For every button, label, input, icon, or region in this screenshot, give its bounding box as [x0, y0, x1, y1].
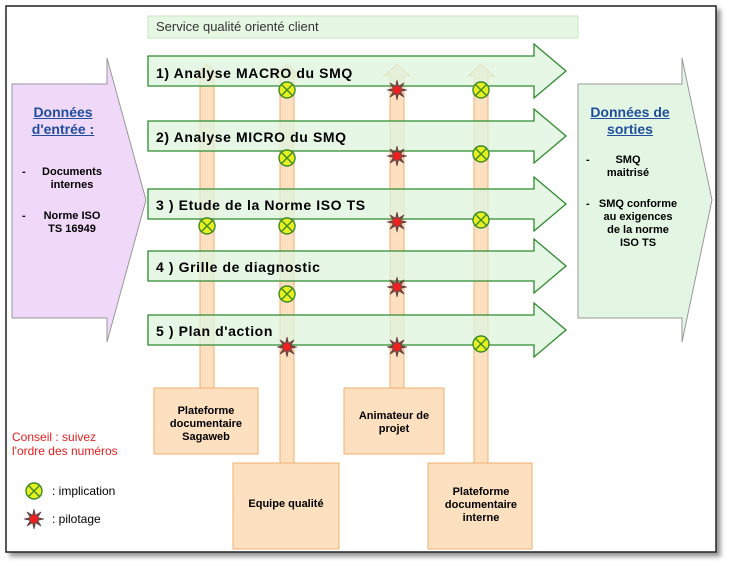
input-title: Données d'entrée :	[31, 104, 95, 137]
legend-implication-text: : implication	[52, 484, 116, 498]
marker-step5-actor2	[276, 336, 298, 358]
actor-box-1	[153, 387, 259, 455]
pilotage-icon-core	[393, 218, 401, 226]
pilotage-icon-core	[393, 86, 401, 94]
pilotage-icon-core	[393, 152, 401, 160]
actor-interne-label: Plateforme documentaire interne	[444, 486, 518, 524]
marker-step4-actor2	[278, 285, 296, 303]
service-banner-text: Service qualité orienté client	[156, 19, 319, 34]
legend-implication-symbol	[25, 482, 43, 500]
step-arrow-4	[147, 237, 568, 295]
output-title: Données de sorties	[590, 104, 670, 137]
legend-pilotage-text: : pilotage	[52, 512, 101, 526]
advice-text: Conseil : suivez l'ordre des numéros	[12, 430, 118, 458]
pilotage-icon-core	[283, 343, 291, 351]
marker-step2-actor3	[386, 145, 408, 167]
implication-icon-stroke	[281, 220, 293, 232]
implication-icon-stroke	[475, 84, 487, 96]
implication-icon-stroke	[281, 288, 293, 300]
output-shape	[577, 57, 713, 343]
step-4-label: 4 ) Grille de diagnostic	[156, 259, 321, 275]
service-banner	[147, 15, 579, 39]
step-arrow-1	[147, 42, 568, 100]
step-arrow-2	[147, 107, 568, 165]
implication-icon-stroke	[201, 220, 213, 232]
pilotage-icon-core	[393, 343, 401, 351]
step-3-label: 3 ) Etude de la Norme ISO TS	[156, 197, 366, 213]
marker-step5-actor4	[472, 335, 490, 353]
implication-icon-stroke	[475, 148, 487, 160]
implication-icon-stroke	[281, 84, 293, 96]
pilotage-icon-core	[30, 515, 38, 523]
actor-box-2	[232, 462, 340, 550]
marker-step3-actor3	[386, 211, 408, 233]
marker-step1-actor2	[278, 81, 296, 99]
pilotage-icon-core	[393, 283, 401, 291]
implication-icon-stroke	[475, 338, 487, 350]
marker-step2-actor2	[278, 149, 296, 167]
input-shape	[11, 57, 147, 343]
step-5-label: 5 ) Plan d'action	[156, 323, 273, 339]
markers	[198, 79, 490, 358]
marker-step5-actor3	[386, 336, 408, 358]
actor-box-4	[427, 462, 533, 550]
marker-step3-actor4	[472, 211, 490, 229]
actor-equipe-label: Equipe qualité	[248, 498, 324, 510]
step-arrow-5	[147, 301, 568, 359]
actor-sagaweb-label: Plateforme documentaire Sagaweb	[169, 405, 243, 443]
implication-icon-stroke	[281, 152, 293, 164]
actor-box-3	[343, 387, 445, 455]
marker-step1-actor3	[386, 79, 408, 101]
implication-icon-stroke	[475, 214, 487, 226]
marker-step2-actor4	[472, 145, 490, 163]
legend-pilotage-symbol	[23, 508, 45, 530]
marker-step3-actor1	[198, 217, 216, 235]
step-arrows	[147, 42, 568, 359]
step-2-label: 2) Analyse MICRO du SMQ	[156, 129, 347, 145]
actor-animateur-label: Animateur de projet	[358, 410, 430, 435]
marker-step3-actor2	[278, 217, 296, 235]
marker-step1-actor4	[472, 81, 490, 99]
legend-pilotage-icon	[23, 508, 45, 530]
step-arrow-3	[147, 175, 568, 233]
marker-step4-actor3	[386, 276, 408, 298]
step-1-label: 1) Analyse MACRO du SMQ	[156, 65, 353, 81]
